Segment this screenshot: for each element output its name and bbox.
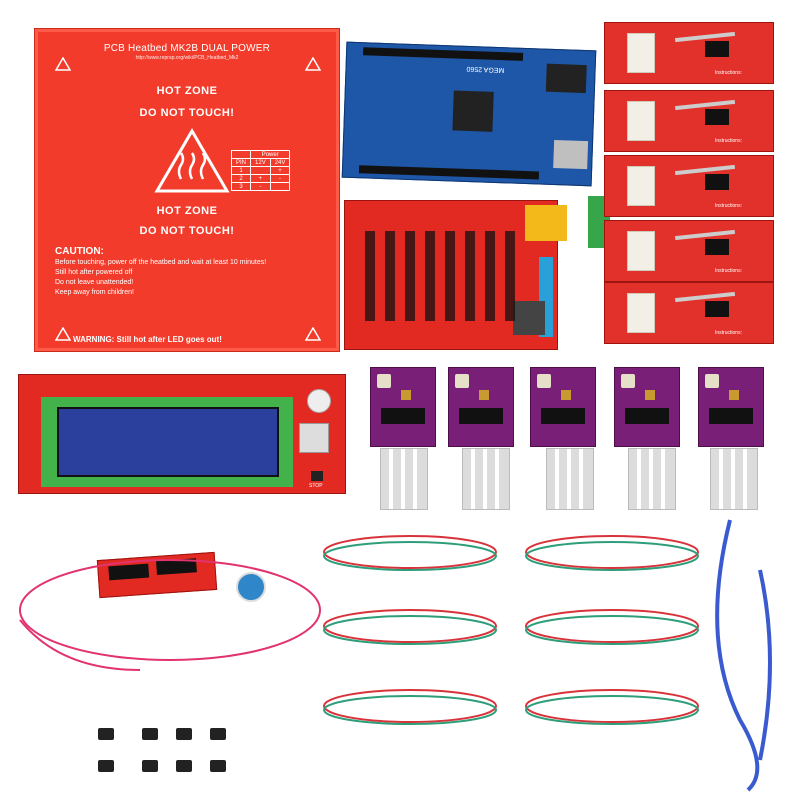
stepper-driver — [448, 367, 514, 447]
row2-12v: + — [250, 174, 271, 183]
heatbed-warning: WARNING: Still hot after LED goes out! — [73, 335, 222, 344]
corner-warning-icon — [305, 57, 321, 71]
stop-label: STOP — [309, 483, 323, 489]
ramps-shield-board — [344, 200, 567, 350]
jumper — [98, 728, 114, 740]
jumper — [176, 728, 192, 740]
mcu-chip — [452, 90, 494, 132]
power-jack — [545, 63, 587, 94]
col-12v: 12V — [250, 158, 271, 167]
motor-cable — [323, 535, 699, 725]
heatsink — [380, 448, 428, 510]
row2-24v: - — [269, 174, 291, 183]
stop-button — [311, 471, 323, 481]
corner-warning-icon — [55, 57, 71, 71]
stepper-driver — [370, 367, 436, 447]
rotary-encoder — [299, 423, 329, 453]
caution-line-4: Keep away from children! — [55, 289, 134, 296]
row2-pin: 2 — [230, 174, 252, 183]
row1-12v — [250, 166, 271, 175]
header-pins — [358, 165, 540, 180]
col-pin: PIN — [230, 158, 252, 167]
endstop-board: Instructions: — [604, 90, 774, 152]
caution-line-1: Before touching, power off the heatbed a… — [55, 259, 267, 266]
endstop-board: Instructions: — [604, 282, 774, 344]
row3-24v — [269, 182, 291, 191]
polyfuse — [525, 205, 567, 241]
power-table: Power PIN 12V 24V 1 + 2 + - 3 - — [230, 150, 291, 191]
caution-line-2: Still hot after powered off — [55, 269, 133, 276]
heat-warning-icon — [154, 128, 230, 193]
heatsink — [628, 448, 676, 510]
heatsink — [546, 448, 594, 510]
jumper — [210, 728, 226, 740]
jumper — [176, 760, 192, 772]
lcd-screen — [57, 407, 279, 477]
heatbed-url: http://www.reprap.org/wiki/PCB_Heatbed_M… — [135, 55, 239, 61]
row1-pin: 1 — [230, 166, 252, 175]
header-pins — [362, 47, 524, 61]
do-not-touch-label-2: DO NOT TOUCH! — [139, 225, 235, 237]
heatbed-board: PCB Heatbed MK2B DUAL POWER http://www.r… — [34, 28, 340, 352]
driver-sockets — [365, 231, 515, 321]
hot-zone-label-2: HOT ZONE — [156, 205, 218, 217]
endstop-board: Instructions: — [604, 155, 774, 217]
caution-block: CAUTION: Before touching, power off the … — [55, 247, 266, 298]
stepper-driver — [530, 367, 596, 447]
col-24v: 24V — [269, 158, 291, 167]
stepper-driver — [698, 367, 764, 447]
endstop-board: Instructions: — [604, 22, 774, 84]
knob-cap — [236, 572, 266, 602]
stepper-driver — [614, 367, 680, 447]
endstop-label: Instructions: — [715, 138, 742, 144]
caution-title: CAUTION: — [55, 246, 104, 257]
do-not-touch-label: DO NOT TOUCH! — [139, 107, 235, 119]
usb-cable — [715, 519, 772, 792]
endstop-wire-bundle — [19, 559, 321, 671]
cables-layer — [19, 519, 772, 792]
caution-line-3: Do not leave unattended! — [55, 279, 134, 286]
jumper — [142, 760, 158, 772]
heatbed-title: PCB Heatbed MK2B DUAL POWER — [103, 43, 271, 54]
heatsink — [462, 448, 510, 510]
endstop-board: Instructions: — [604, 220, 774, 282]
endstop-label: Instructions: — [715, 268, 742, 274]
endstop-label: Instructions: — [715, 330, 742, 336]
jumper — [210, 760, 226, 772]
corner-warning-icon — [305, 327, 321, 341]
row3-12v: - — [250, 182, 271, 191]
heatsink — [710, 448, 758, 510]
jumper — [98, 760, 114, 772]
row1-24v: + — [269, 166, 291, 175]
endstop-label: Instructions: — [715, 70, 742, 76]
endstop-label: Instructions: — [715, 203, 742, 209]
arduino-mega-board: MEGA 2560 — [341, 41, 597, 187]
mosfet — [513, 301, 545, 335]
corner-warning-icon — [55, 327, 71, 341]
usb-port — [553, 139, 589, 170]
lcd-controller-board: STOP — [18, 374, 346, 494]
mega-label: MEGA 2560 — [466, 64, 505, 74]
jumper — [142, 728, 158, 740]
buzzer — [307, 389, 331, 413]
power-header: Power — [250, 150, 291, 159]
hot-zone-label: HOT ZONE — [156, 85, 218, 97]
row3-pin: 3 — [230, 182, 252, 191]
